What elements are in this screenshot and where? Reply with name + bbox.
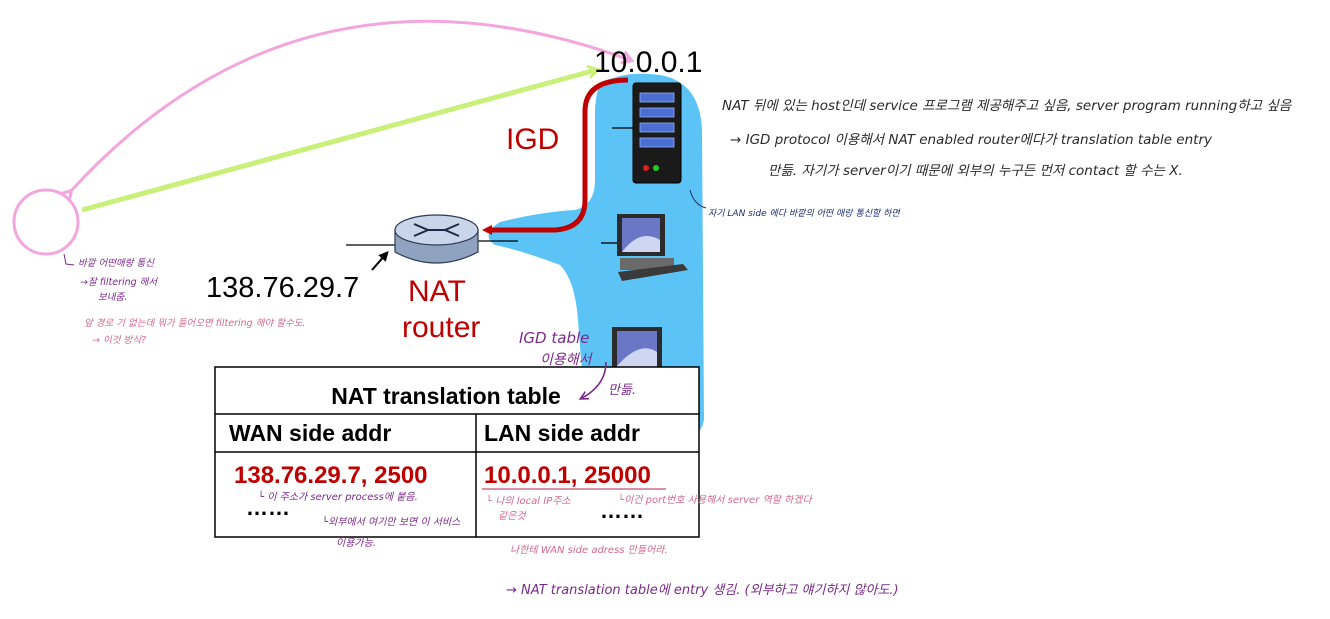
private-ip-label: 10.0.0.1 [594, 46, 702, 79]
laptop-icon [612, 327, 662, 373]
igd-label: IGD [506, 123, 559, 156]
annotation-server-note: 자기 LAN side 에다 바깥의 어떤 애랑 통신할 하면 [708, 208, 900, 219]
annotation-lan-note-3: └이건 port번호 사용해서 server 역할 하겠다 [618, 493, 813, 506]
annotation-left-3: 보내줌. [98, 292, 127, 303]
wan-header: WAN side addr [229, 420, 391, 446]
table-title: NAT translation table [331, 383, 561, 409]
annotation-left-5: → 이것 방식? [92, 335, 146, 346]
lan-header: LAN side addr [484, 420, 640, 446]
annotation-wan-note-2: └외부에서 여기만 보면 이 서비스 [322, 515, 461, 528]
annotation-top-right-1: NAT 뒤에 있는 host인데 service 프로그램 제공해주고 싶음, … [722, 98, 1293, 114]
annotation-lan-note-4: 나한테 WAN side adress 만들어라. [510, 544, 668, 556]
annotation-left-4: 앞 경로 기 없는데 뭐가 들어오면 filtering 해야 할수도. [84, 318, 305, 329]
annotation-left-2: →잘 filtering 해서 [80, 277, 158, 288]
pink-curve-arrow [70, 21, 630, 192]
annotation-igd-table-1: IGD table [519, 329, 589, 347]
router-label: router [402, 311, 480, 344]
annotation-wan-note-3: 이용가능. [336, 537, 376, 549]
annotation-igd-table-3: 만듦. [608, 383, 636, 398]
public-ip-label: 138.76.29.7 [206, 272, 359, 304]
wan-value: 138.76.29.7, 2500 [234, 462, 428, 489]
nat-label: NAT [408, 275, 466, 308]
public-ip-pointer [372, 254, 386, 270]
annotation-igd-table-2: 이용해서 [540, 352, 594, 368]
left-note-hook [64, 254, 74, 265]
annotation-top-right-2: → IGD protocol 이용해서 NAT enabled router에다… [730, 132, 1213, 148]
annotation-left-1: 바깥 어떤애랑 통신 [78, 258, 155, 269]
lan-value: 10.0.0.1, 25000 [484, 462, 651, 489]
external-host-circle [14, 190, 78, 254]
annotation-lan-note-1: └ 나의 local IP주소 [486, 494, 571, 507]
annotation-bottom: → NAT translation table에 entry 생김. (외부하고… [506, 583, 899, 598]
annotation-lan-note-2: 같은것 [498, 510, 527, 522]
annotation-wan-note-1: └ 이 주소가 server process에 붙음. [258, 490, 418, 503]
annotation-top-right-3: 만듦. 자기가 server이기 때문에 외부의 누구든 먼저 contact … [768, 163, 1183, 179]
